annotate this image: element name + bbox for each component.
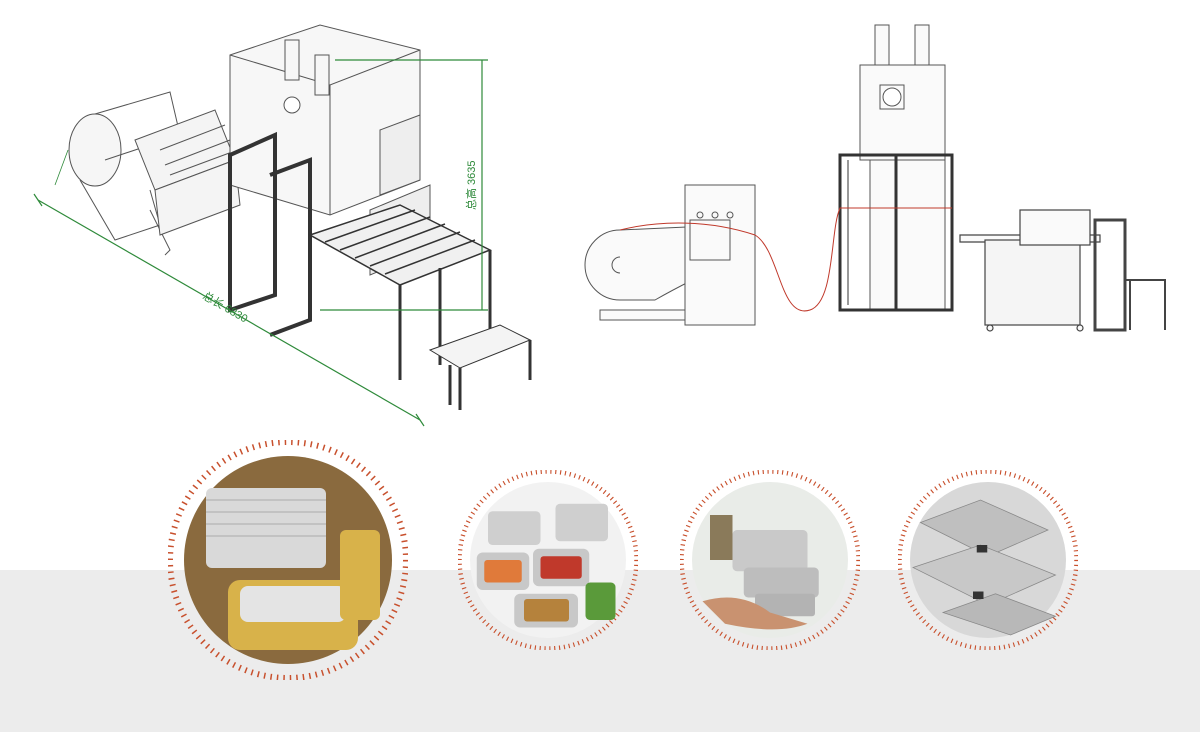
safety-guard-frame-icon (228, 131, 312, 337)
uncoiler-roll-icon (68, 91, 181, 256)
photo-food-containers (458, 470, 698, 710)
length-dimension-line (33, 149, 425, 427)
photo-hand-holding-boxes (680, 470, 920, 710)
side-feeder-icon (684, 184, 756, 326)
side-stacker-icon (959, 209, 1166, 332)
photo-tray-closeup (898, 470, 1138, 710)
foil-path-line (619, 207, 952, 312)
foil-containers-with-food-icon (476, 503, 616, 628)
hand-holding-foil-boxes-icon (702, 515, 819, 630)
height-dimension-label: 总高 3635 (464, 160, 478, 210)
foil-tray-closeup-icon (912, 499, 1057, 636)
side-view-machine-drawing (584, 24, 1166, 332)
side-guard-frame-icon (838, 153, 954, 312)
photo-stacked-trays (168, 440, 408, 680)
height-dimension-line (320, 59, 488, 311)
stacker-conveyor-icon (308, 204, 532, 410)
stacked-gold-foil-trays-icon (206, 488, 380, 650)
side-press-icon (859, 24, 946, 311)
isometric-machine-drawing: 总长 6830 总高 3635 (33, 24, 532, 427)
feeder-unit-icon (134, 109, 241, 236)
